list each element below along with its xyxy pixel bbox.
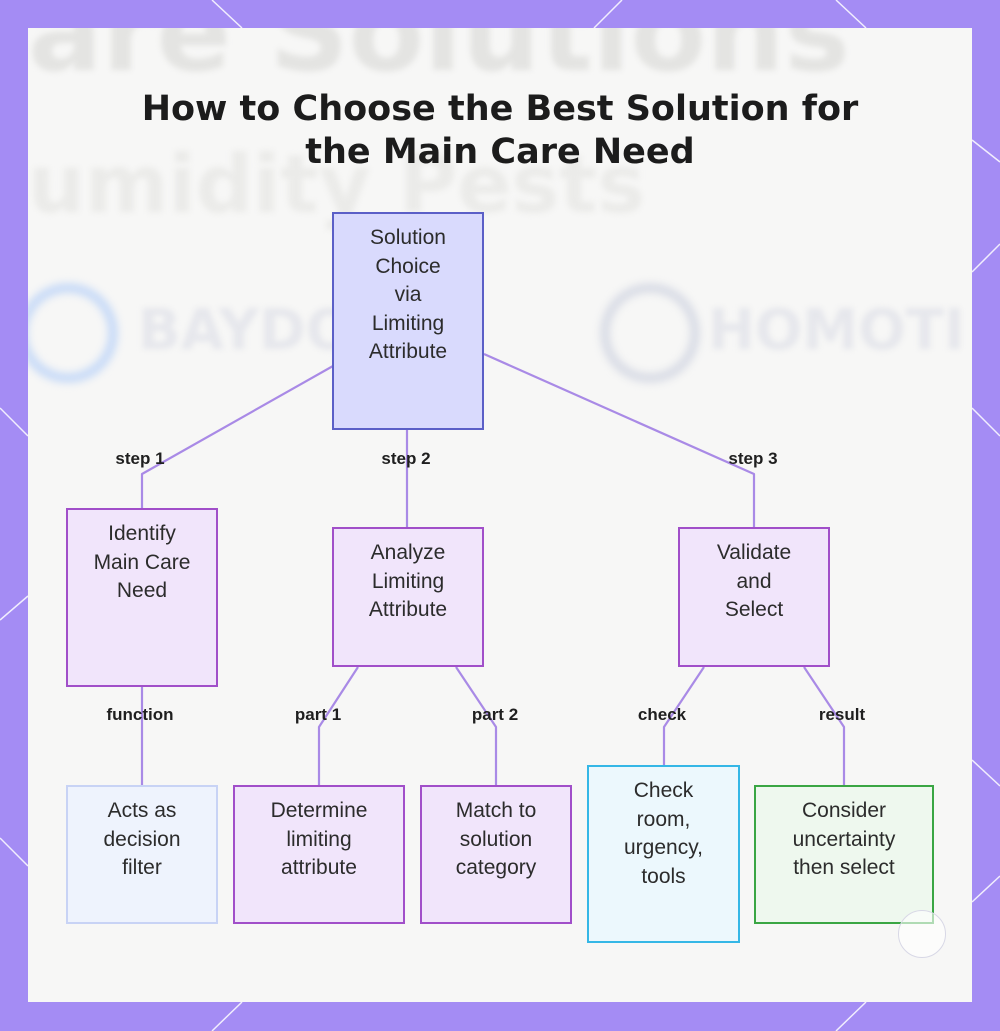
edge-analyze-match xyxy=(455,666,498,785)
node-determine-limiting-attribute: Determine limiting attribute xyxy=(233,785,405,924)
edge-validate-check xyxy=(662,666,705,765)
background-text-line1: are Solutions xyxy=(28,28,850,96)
background-logo-left xyxy=(28,283,118,383)
edge-label-step-3: step 3 xyxy=(728,449,778,468)
background-brand-right: HOMOTI xyxy=(708,298,965,363)
background-logo-right xyxy=(600,283,700,383)
title-line-2: the Main Care Need xyxy=(305,132,695,172)
node-validate-and-select: Validate and Select xyxy=(678,527,830,667)
edge-root-validate xyxy=(483,352,756,527)
page-title: How to Choose the Best Solution for the … xyxy=(0,88,1000,174)
edge-label-result: result xyxy=(818,705,866,724)
edge-label-part-2: part 2 xyxy=(471,705,519,724)
edge-label-step-1: step 1 xyxy=(115,449,165,468)
edge-root-identify xyxy=(140,365,334,508)
node-check-room-urgency-tools: Check room, urgency, tools xyxy=(587,765,740,943)
edge-label-function: function xyxy=(106,705,174,724)
node-analyze-limiting-attribute: Analyze Limiting Attribute xyxy=(332,527,484,667)
node-identify-main-care-need: Identify Main Care Need xyxy=(66,508,218,687)
node-solution-choice: Solution Choice via Limiting Attribute xyxy=(332,212,484,430)
node-consider-uncertainty: Consider uncertainty then select xyxy=(754,785,934,924)
title-line-1: How to Choose the Best Solution for xyxy=(141,89,859,129)
edge-label-check: check xyxy=(637,705,687,724)
node-acts-as-decision-filter: Acts as decision filter xyxy=(66,785,218,924)
edge-validate-consider xyxy=(803,666,846,785)
edge-label-part-1: part 1 xyxy=(294,705,342,724)
edge-analyze-determine xyxy=(317,666,359,785)
watermark-badge-icon xyxy=(898,910,946,958)
node-match-to-solution-category: Match to solution category xyxy=(420,785,572,924)
edge-label-step-2: step 2 xyxy=(381,449,431,468)
